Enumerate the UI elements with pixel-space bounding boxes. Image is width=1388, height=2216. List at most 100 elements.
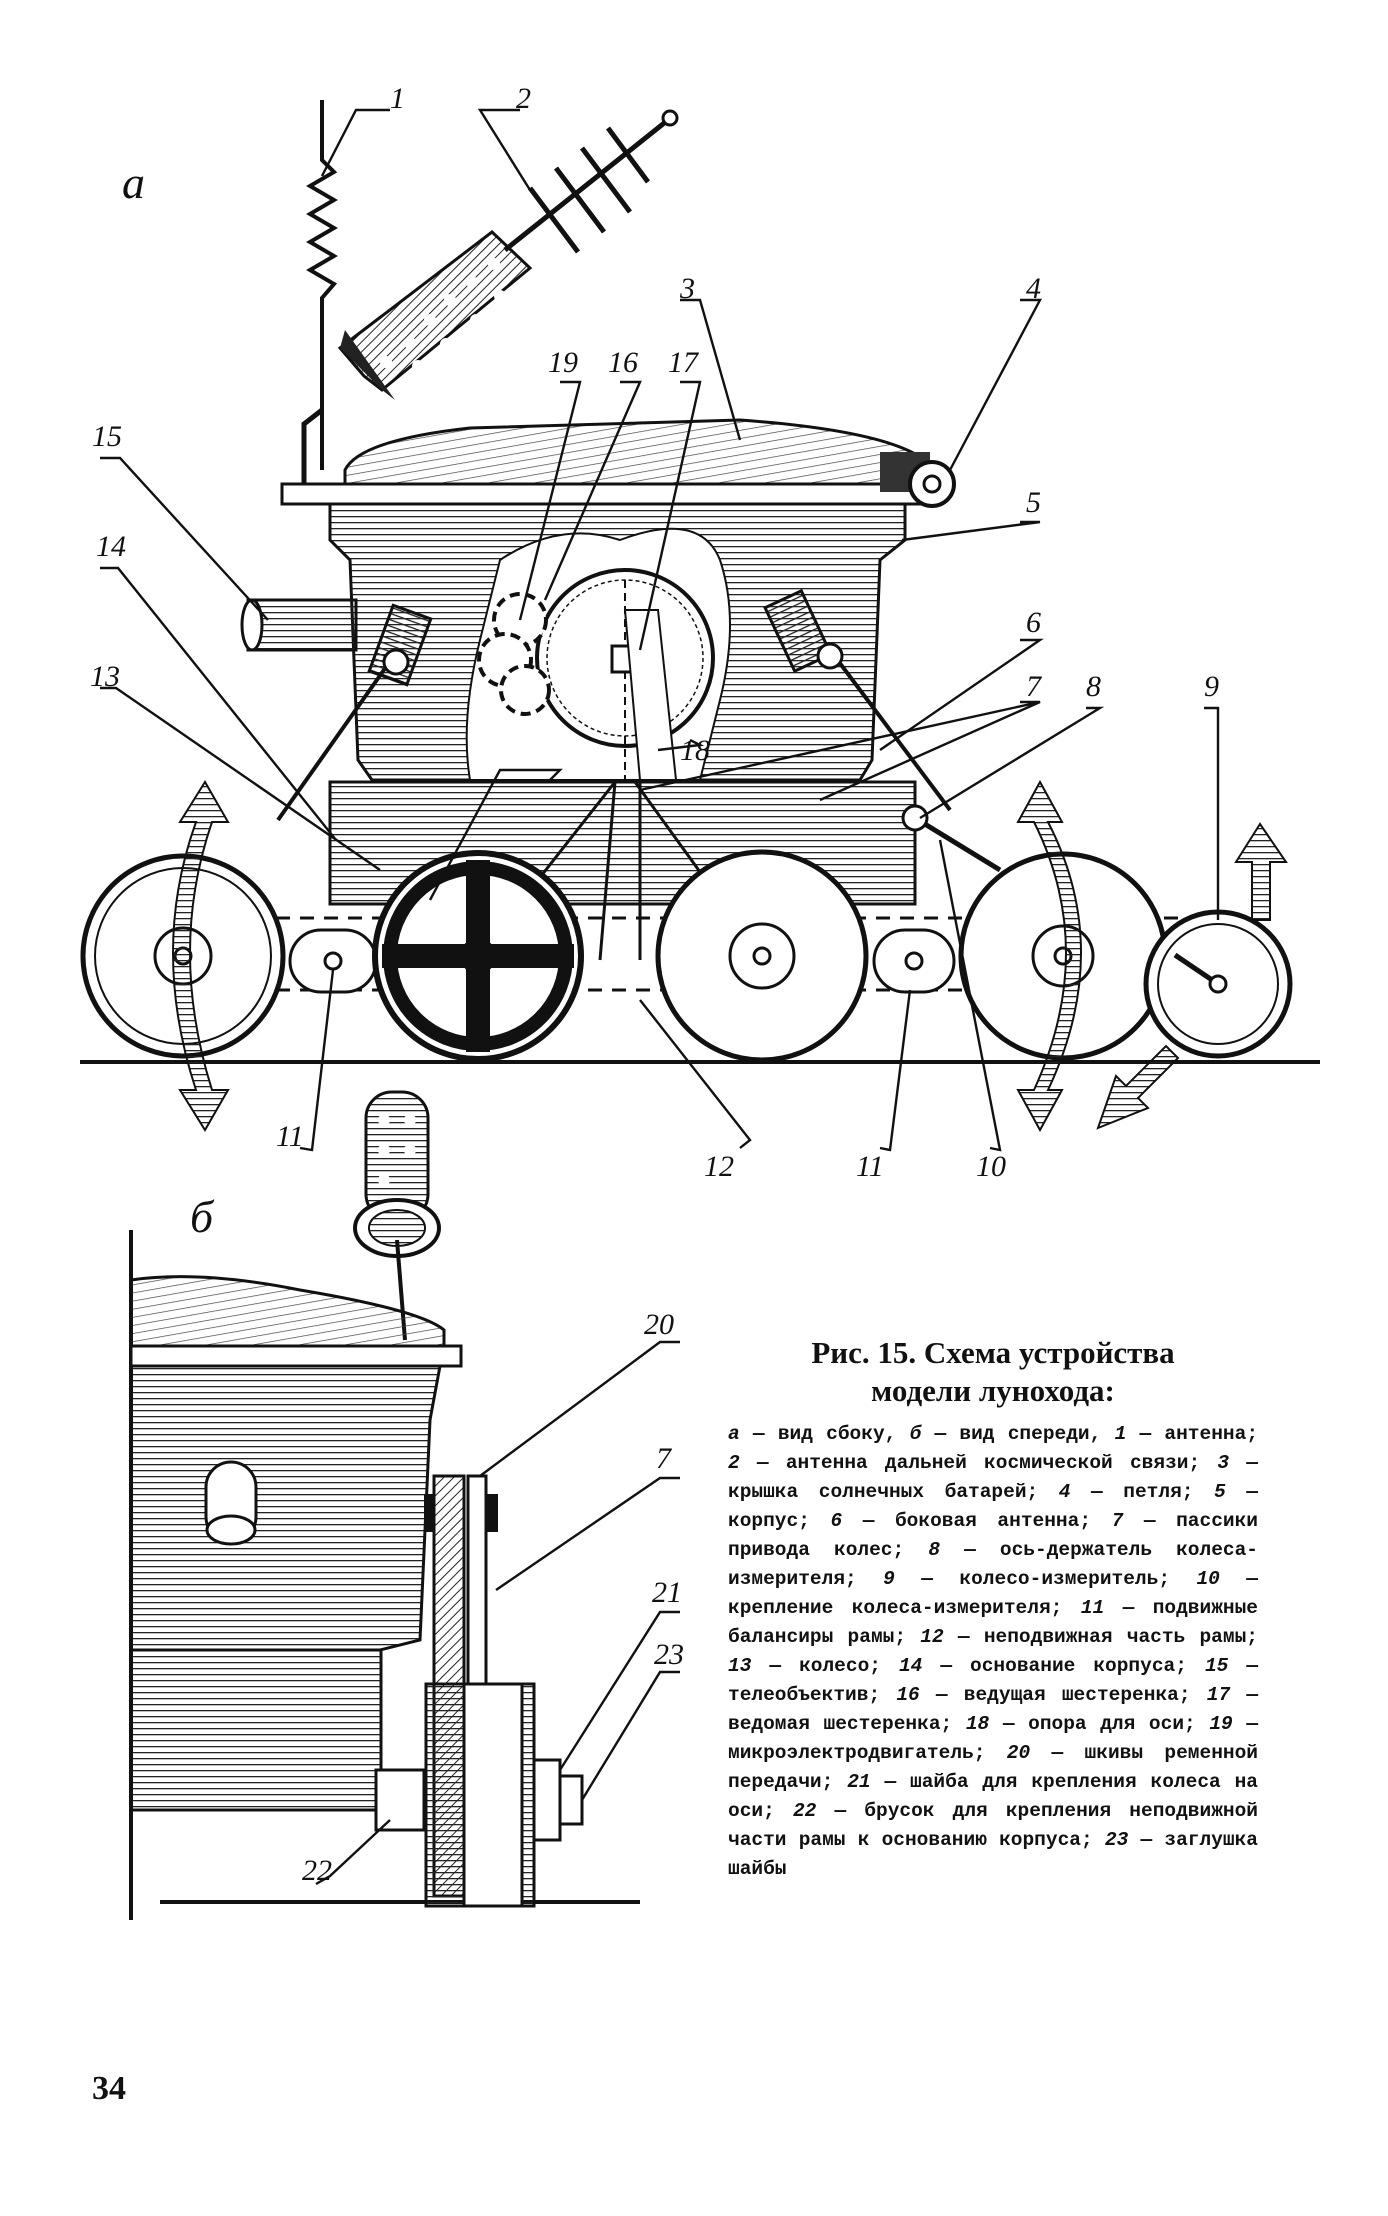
lid-front	[129, 1275, 446, 1348]
view-b-label: б	[190, 1191, 215, 1242]
front-view: б	[129, 1090, 684, 1920]
callout-12: 12	[704, 1150, 734, 1183]
side-antennas	[276, 588, 952, 822]
hinge	[880, 452, 956, 508]
legend-key: 15	[1204, 1655, 1229, 1677]
side-view: а	[80, 82, 1320, 1183]
legend-key: 1	[1114, 1423, 1127, 1445]
callout-20: 20	[644, 1308, 674, 1341]
legend-key: 7	[1111, 1510, 1124, 1532]
legend-item: 8 — ось-держатель колеса-измерителя	[728, 1539, 1259, 1590]
legend-text: ведущая шестеренка	[963, 1684, 1179, 1706]
legend-item: 12 — неподвижная часть рамы	[920, 1626, 1247, 1648]
legend-text: крышка солнечных батарей	[728, 1481, 1027, 1503]
legend-key: 13	[728, 1655, 752, 1677]
solar-lid	[343, 418, 924, 486]
legend-text: телеобъектив	[728, 1684, 869, 1706]
wheel-middle	[655, 849, 869, 1063]
legend-item: 20 — шкивы ременной передачи	[728, 1742, 1258, 1793]
callout-16: 16	[608, 346, 638, 379]
axle-support	[623, 609, 678, 781]
callout-2: 2	[516, 82, 531, 115]
legend-key: 3	[1217, 1452, 1230, 1474]
legend-key: 19	[1209, 1713, 1233, 1735]
callout-leaders	[100, 108, 1220, 1152]
legend-key: 20	[1006, 1742, 1031, 1764]
caption-title: Рис. 15. Схема устройства модели луноход…	[728, 1334, 1258, 1410]
callout-13: 13	[90, 660, 120, 693]
legend-text: боковая антенна	[894, 1510, 1080, 1532]
callout-10: 10	[976, 1150, 1006, 1183]
callout-9: 9	[1204, 670, 1219, 703]
legend-item: 13 — колесо	[728, 1655, 870, 1677]
legend-item: 9 — колесо-измеритель	[883, 1568, 1159, 1590]
legend-item: 2 — антенна дальней космической связи	[728, 1452, 1189, 1474]
callout-7b: 7	[656, 1442, 673, 1475]
legend-text: пассики привода колес	[728, 1510, 1259, 1561]
legend-text: микроэлектродвигатель	[728, 1742, 974, 1764]
legend-key: б	[909, 1423, 922, 1445]
callout-17: 17	[668, 346, 700, 379]
legend-text: колесо-измеритель	[959, 1568, 1159, 1590]
legend-key: 14	[898, 1655, 923, 1677]
balancer-left	[288, 928, 378, 994]
legend-key: 23	[1104, 1829, 1129, 1851]
legend-key: 8	[928, 1539, 941, 1561]
legend-item: 14 — основание корпуса	[898, 1655, 1176, 1677]
legend-key: 9	[883, 1568, 895, 1590]
callout-7: 7	[1026, 670, 1043, 703]
antenna-1	[306, 100, 338, 470]
legend-key: 12	[920, 1626, 944, 1648]
telephoto-lens	[240, 598, 358, 652]
callout-15: 15	[92, 420, 122, 453]
callout-labels: 1 2 3 4 5 6 7 8 9 10 11 11 12 13 14 15 1…	[90, 82, 1219, 1183]
legend-key: 4	[1058, 1481, 1071, 1503]
base-front	[129, 1648, 383, 1812]
legend-text: шайба для крепления колеса на оси	[728, 1771, 1258, 1822]
callout-18: 18	[680, 734, 710, 767]
callout-23: 23	[654, 1638, 684, 1671]
legend-key: 22	[792, 1800, 817, 1822]
legend-text: колесо	[799, 1655, 870, 1677]
callout-6: 6	[1026, 606, 1041, 639]
legend-key: 16	[896, 1684, 920, 1706]
legend-key: 18	[965, 1713, 990, 1735]
legend-key: 11	[1080, 1597, 1105, 1619]
lid-rim	[280, 482, 924, 506]
legend-key: 5	[1214, 1481, 1226, 1503]
legend-text: антенна дальней космической связи	[785, 1452, 1189, 1474]
callout-11-right: 11	[856, 1150, 884, 1183]
legend-item: 1 — антенна	[1114, 1423, 1247, 1445]
block-22	[374, 1768, 426, 1832]
legend-text: петля	[1123, 1481, 1182, 1503]
callout-19: 19	[548, 346, 578, 379]
antenna-1-mount	[301, 408, 324, 488]
legend-item: 10 — крепление колеса-измерителя	[728, 1568, 1258, 1619]
legend-item: 5 — корпус	[728, 1481, 1258, 1532]
caption-legend: а — вид сбоку, б — вид спереди, 1 — анте…	[728, 1423, 1259, 1880]
callout-22: 22	[302, 1854, 332, 1887]
legend-text: брусок для крепления неподвижной части р…	[728, 1800, 1259, 1851]
callout-3: 3	[679, 272, 695, 305]
caption-title-line-1: Рис. 15. Схема устройства	[811, 1335, 1175, 1370]
legend-text: подвижные балансиры рамы	[728, 1597, 1259, 1648]
legend-text: ось-держатель колеса-измерителя	[728, 1539, 1259, 1590]
legend-item: 19 — микроэлектродвигатель	[728, 1713, 1259, 1764]
legend-item: 3 — крышка солнечных батарей	[728, 1452, 1258, 1503]
legend-text: основание корпуса	[970, 1655, 1176, 1677]
legend-key: 21	[847, 1771, 871, 1793]
callout-21: 21	[652, 1576, 682, 1609]
callout-leaders-b	[315, 1340, 680, 1886]
legend-text: шкивы ременной передачи	[728, 1742, 1258, 1793]
antenna-2	[337, 109, 679, 400]
body-front	[129, 1364, 442, 1652]
legend-item: б — вид спереди	[909, 1423, 1090, 1445]
legend-key: 17	[1206, 1684, 1231, 1706]
legend-item: 18 — опора для оси	[965, 1713, 1185, 1735]
legend-text: корпус	[728, 1510, 799, 1532]
legend-text: вид спереди	[959, 1423, 1090, 1445]
callout-11-left: 11	[276, 1120, 304, 1153]
callout-14: 14	[96, 530, 126, 563]
legend-item: а — вид сбоку	[728, 1423, 885, 1445]
